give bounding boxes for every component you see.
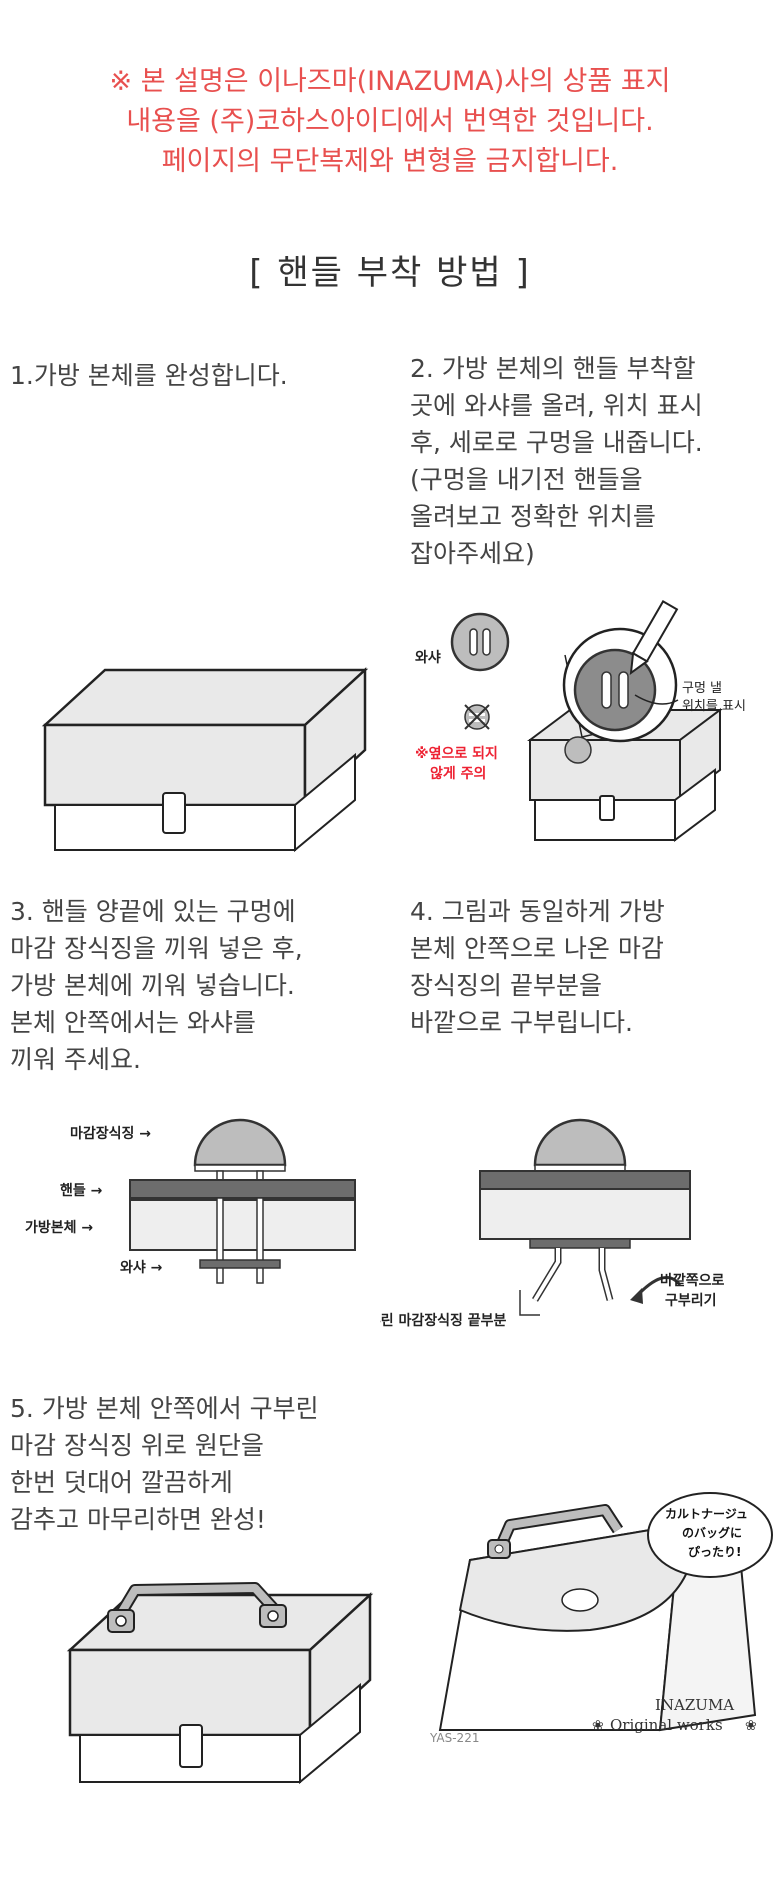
finisher-label: 마감장식징 → [70,1125,151,1142]
step-4-line: 4. 그림과 동일하게 가방 [410,897,665,926]
step-2-line: (구멍을 내기전 핸들을 [410,465,643,494]
flower-icon: ❀ [592,1718,604,1734]
handle-label: 핸들 → [60,1183,103,1199]
bubble-line-3: ぴったり! [688,1545,741,1559]
page-title: [ 핸들 부착 방법 ] [249,253,531,293]
bent-ends-illustration: 구부린 마감장식징 끝부분 바깥쪽으로 구부리기 [380,1118,725,1329]
washer-label: 와샤 → [120,1259,163,1276]
step-4-text: 4. 그림과 동일하게 가방 본체 안쪽으로 나온 마감 장식징의 끝부분을 바… [410,893,665,1041]
step-3-line: 마감 장식징을 끼워 넣은 후, [10,934,303,963]
washer-label: 와샤 [415,649,441,666]
step-2-line: 후, 세로로 구멍을 내줍니다. [410,428,703,457]
notice-line-1: ※ 본 설명은 이나즈마(INAZUMA)사의 상품 표지 [109,66,671,97]
flower-icon: ❀ [745,1718,757,1734]
step-4-line: 바깥으로 구부립니다. [410,1008,633,1037]
step-2-line: 잡아주세요) [410,539,535,568]
handle-layer [129,1179,356,1199]
speech-bubble: カルトナージュ のバッグに ぴったり! [647,1492,773,1578]
step-5-line: 한번 덧대어 깔끔하게 [10,1468,233,1497]
step-3-line: 끼워 주세요. [10,1045,141,1074]
step-1-text: 1.가방 본체를 완성합니다. [10,357,288,394]
body-layer [129,1199,356,1251]
bend-out-line-2: 구부리기 [665,1293,717,1309]
mark-label-line-2: 위치를 표시 [682,699,746,714]
step-2-line: 올려보고 정확한 위치를 [410,502,656,531]
bubble-line-1: カルトナージュ [665,1507,748,1521]
finished-bag-illustration: カルトナージュ のバッグに ぴったり! INAZUMA Original wor… [429,1492,773,1745]
step-3-line: 가방 본체에 끼워 넣습니다. [10,971,295,1000]
bubble-line-2: のバッグに [682,1525,742,1540]
cross-section-illustration: 마감장식징 → 핸들 → 가방본체 → 와샤 → [25,1118,356,1284]
step-5-line: 감추고 마무리하면 완성! [10,1505,266,1534]
product-code: YAS-221 [429,1731,479,1745]
step-2-text: 2. 가방 본체의 핸들 부착할 곳에 와샤를 올려, 위치 표시 후, 세로로… [410,350,703,572]
warning-line-2: 않게 주의 [430,765,486,782]
box-with-handle-illustration [66,1582,374,1785]
copyright-notice: ※ 본 설명은 이나즈마(INAZUMA)사의 상품 표지 내용을 (주)코하스… [0,62,780,182]
step-3-line: 본체 안쪽에서는 와샤를 [10,1008,256,1037]
washer-layer [199,1259,281,1269]
notice-line-3: 페이지의 무단복제와 변형을 금지합니다. [161,146,619,177]
step-5-text: 5. 가방 본체 안쪽에서 구부린 마감 장식징 위로 원단을 한번 덧대어 깔… [10,1390,319,1538]
step-4-line: 장식징의 끝부분을 [410,971,602,1000]
step-3-text: 3. 핸들 양끝에 있는 구멍에 마감 장식징을 끼워 넣은 후, 가방 본체에… [10,893,303,1078]
box-closed-illustration [41,667,369,853]
step-3-line: 3. 핸들 양끝에 있는 구멍에 [10,897,296,926]
pen-icon [629,600,679,676]
brand-name: INAZUMA [655,1696,734,1714]
finisher-dome [193,1118,287,1167]
bend-out-line-1: 바깥쪽으로 [660,1272,725,1289]
step-2-line: 2. 가방 본체의 핸들 부착할 [410,354,696,383]
step-5-line: 마감 장식징 위로 원단을 [10,1431,264,1460]
step-1-line: 1.가방 본체를 완성합니다. [10,361,288,390]
step-4-line: 본체 안쪽으로 나온 마감 [410,934,664,963]
notice-line-2: 내용을 (주)코하스아이디에서 번역한 것입니다. [126,106,654,137]
step-2-line: 곳에 와샤를 올려, 위치 표시 [410,391,703,420]
washer-marking-illustration: 와샤 ※옆으로 되지 않게 주의 구멍 낼 위치를 표시 [415,600,746,842]
washer-shape [450,612,510,672]
step-5-line: 5. 가방 본체 안쪽에서 구부린 [10,1394,319,1423]
handle-icon [107,1582,287,1633]
bent-end-label: 구부린 마감장식징 끝부분 [380,1312,507,1329]
mark-label-line-1: 구멍 낼 [682,681,722,696]
warning-line-1: ※옆으로 되지 [415,745,498,762]
brand-tagline: Original works [610,1716,723,1734]
body-label: 가방본체 → [25,1219,93,1236]
